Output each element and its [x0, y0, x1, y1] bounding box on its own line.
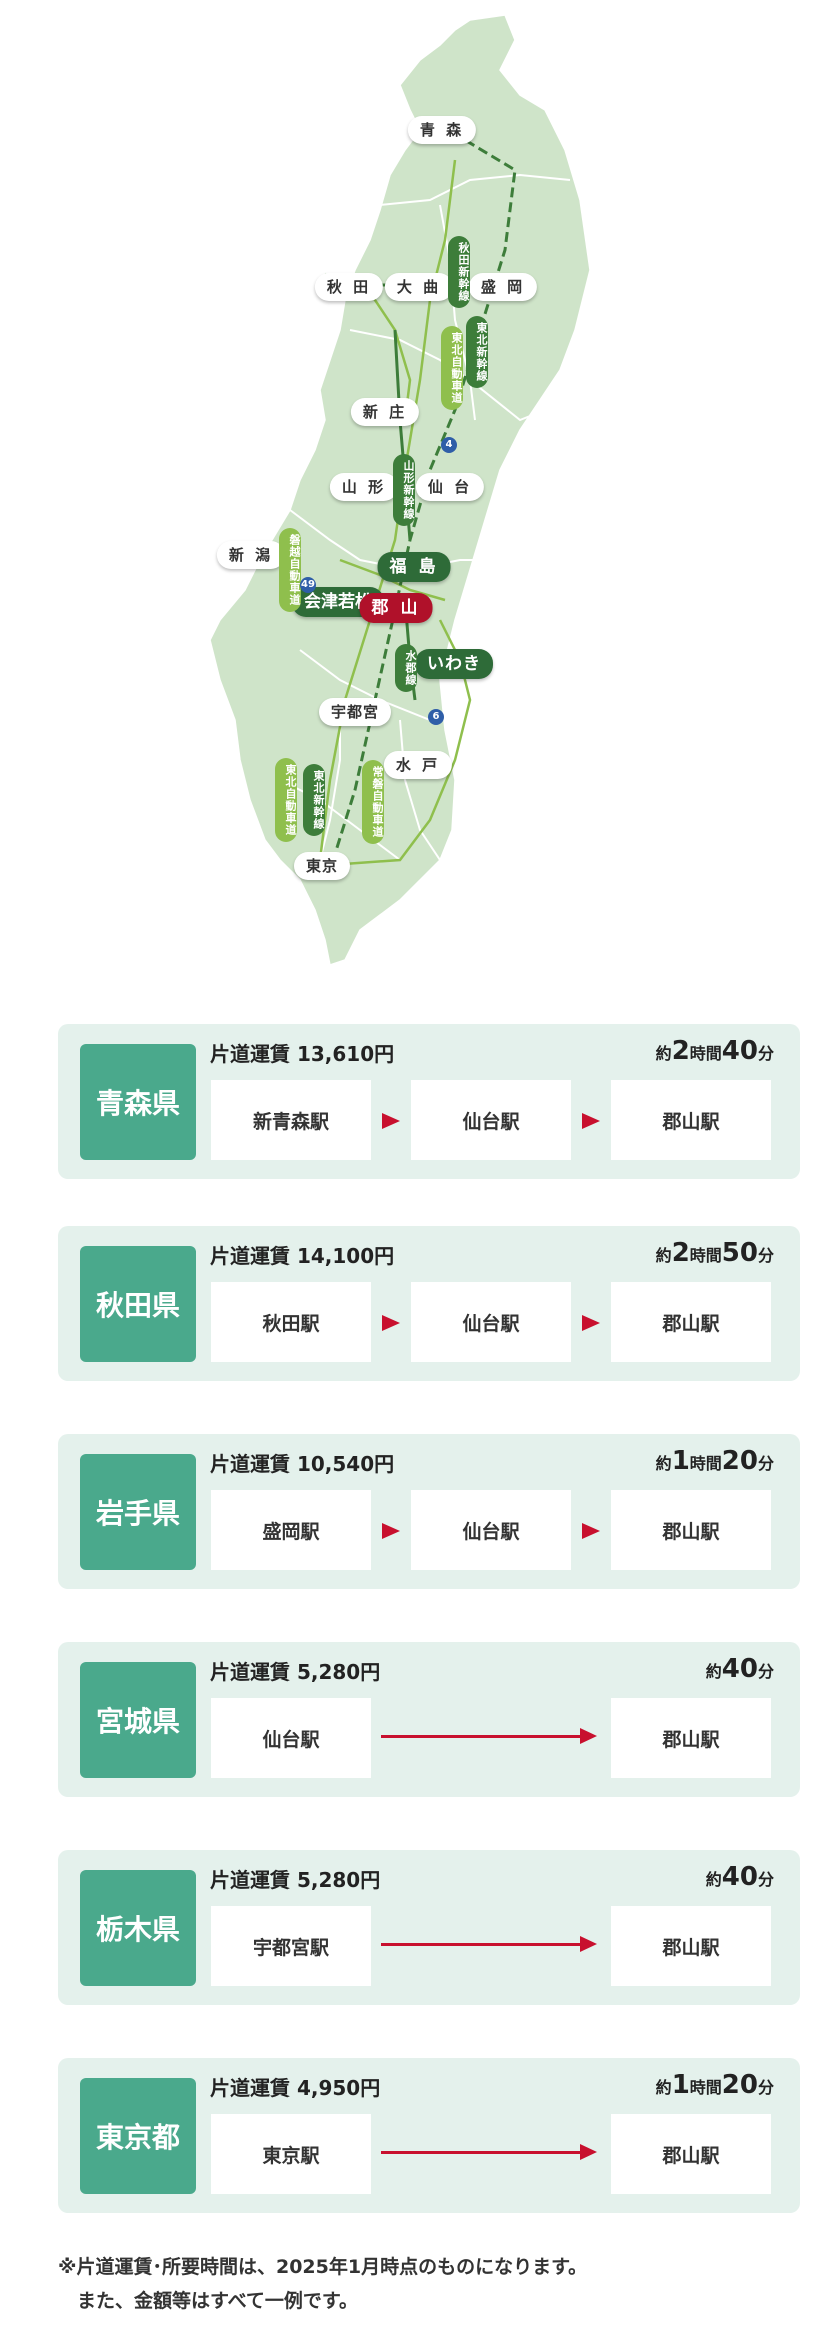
fare-text: 片道運賃 10,540円 [210, 1452, 395, 1476]
station-destination: 郡山駅 [611, 1490, 771, 1570]
city-niigata: 新 潟 [216, 541, 286, 569]
tohoku-map: 青 森 秋 田 大 曲 盛 岡 新 庄 山 形 仙 台 新 潟 福 島 会津若松… [0, 0, 840, 990]
long-arrow-icon [381, 1936, 597, 1952]
city-tokyo: 東京 [293, 852, 351, 880]
road-number-49: 49 [300, 577, 316, 593]
prefecture-badge: 東京都 [80, 2078, 196, 2194]
travel-time: 約2時間40分 [655, 1036, 774, 1066]
city-yamagata: 山 形 [329, 473, 399, 501]
route-card-aomori: 青森県 片道運賃 13,610円 約2時間40分 新青森駅 仙台駅 郡山駅 [58, 1024, 800, 1179]
arrow-icon [382, 1113, 400, 1129]
line-label-banetsu-expressway: 磐越自動車道 [279, 528, 301, 612]
city-mito: 水 戸 [383, 751, 453, 779]
line-label-tohoku-expressway-south: 東北自動車道 [275, 758, 297, 842]
station-origin: 秋田駅 [211, 1282, 371, 1362]
line-label-akita-shinkansen: 秋田新幹線 [448, 236, 470, 308]
line-label-suigun-line: 水郡線 [395, 644, 417, 692]
line-label-tohoku-shinkansen-south: 東北新幹線 [303, 764, 325, 836]
route-card-miyagi: 宮城県 片道運賃 5,280円 約40分 仙台駅 郡山駅 [58, 1642, 800, 1797]
city-morioka: 盛 岡 [468, 273, 538, 301]
travel-time: 約40分 [705, 1654, 774, 1684]
prefecture-badge: 栃木県 [80, 1870, 196, 1986]
station-destination: 郡山駅 [611, 1080, 771, 1160]
station-origin: 東京駅 [211, 2114, 371, 2194]
city-omagari: 大 曲 [384, 273, 454, 301]
station-origin: 新青森駅 [211, 1080, 371, 1160]
travel-time: 約1時間20分 [655, 1446, 774, 1476]
route-card-akita: 秋田県 片道運賃 14,100円 約2時間50分 秋田駅 仙台駅 郡山駅 [58, 1226, 800, 1381]
city-aomori: 青 森 [407, 116, 477, 144]
footnote-line-2: また、金額等はすべて一例です。 [58, 2290, 359, 2312]
prefecture-badge: 宮城県 [80, 1662, 196, 1778]
fare-text: 片道運賃 4,950円 [210, 2076, 381, 2100]
footnote: ※片道運賃･所要時間は、2025年1月時点のものになります。 また、金額等はすべ… [58, 2250, 587, 2318]
city-fukushima: 福 島 [377, 552, 451, 582]
city-iwaki: いわき [415, 649, 493, 679]
long-arrow-icon [381, 2144, 597, 2160]
fare-text: 片道運賃 5,280円 [210, 1868, 381, 1892]
city-akita: 秋 田 [314, 273, 384, 301]
station-transfer: 仙台駅 [411, 1282, 571, 1362]
travel-time: 約2時間50分 [655, 1238, 774, 1268]
arrow-icon [382, 1315, 400, 1331]
station-destination: 郡山駅 [611, 1698, 771, 1778]
station-destination: 郡山駅 [611, 1282, 771, 1362]
line-label-joban-expressway: 常磐自動車道 [362, 760, 384, 844]
city-koriyama: 郡 山 [359, 593, 433, 623]
station-destination: 郡山駅 [611, 2114, 771, 2194]
station-transfer: 仙台駅 [411, 1490, 571, 1570]
city-shinjo: 新 庄 [350, 398, 420, 426]
footnote-line-1: ※片道運賃･所要時間は、2025年1月時点のものになります。 [58, 2256, 588, 2278]
city-utsunomiya: 宇都宮 [318, 698, 392, 726]
arrow-icon [582, 1523, 600, 1539]
travel-time: 約40分 [705, 1862, 774, 1892]
line-label-yamagata-shinkansen: 山形新幹線 [393, 454, 415, 526]
arrow-icon [582, 1315, 600, 1331]
prefecture-badge: 秋田県 [80, 1246, 196, 1362]
fare-text: 片道運賃 14,100円 [210, 1244, 395, 1268]
arrow-icon [382, 1523, 400, 1539]
city-sendai: 仙 台 [415, 473, 485, 501]
station-transfer: 仙台駅 [411, 1080, 571, 1160]
station-origin: 宇都宮駅 [211, 1906, 371, 1986]
fare-text: 片道運賃 5,280円 [210, 1660, 381, 1684]
line-label-tohoku-expressway-north: 東北自動車道 [441, 326, 463, 410]
prefecture-boundaries [279, 173, 571, 861]
station-origin: 仙台駅 [211, 1698, 371, 1778]
arrow-icon [582, 1113, 600, 1129]
long-arrow-icon [381, 1728, 597, 1744]
route-card-tokyo: 東京都 片道運賃 4,950円 約1時間20分 東京駅 郡山駅 [58, 2058, 800, 2213]
prefecture-badge: 青森県 [80, 1044, 196, 1160]
fare-text: 片道運賃 13,610円 [210, 1042, 395, 1066]
route-card-tochigi: 栃木県 片道運賃 5,280円 約40分 宇都宮駅 郡山駅 [58, 1850, 800, 2005]
prefecture-badge: 岩手県 [80, 1454, 196, 1570]
travel-time: 約1時間20分 [655, 2070, 774, 2100]
station-destination: 郡山駅 [611, 1906, 771, 1986]
road-number-6: 6 [428, 709, 444, 725]
route-card-iwate: 岩手県 片道運賃 10,540円 約1時間20分 盛岡駅 仙台駅 郡山駅 [58, 1434, 800, 1589]
line-label-tohoku-shinkansen-north: 東北新幹線 [466, 316, 488, 388]
road-number-4: 4 [441, 437, 457, 453]
station-origin: 盛岡駅 [211, 1490, 371, 1570]
